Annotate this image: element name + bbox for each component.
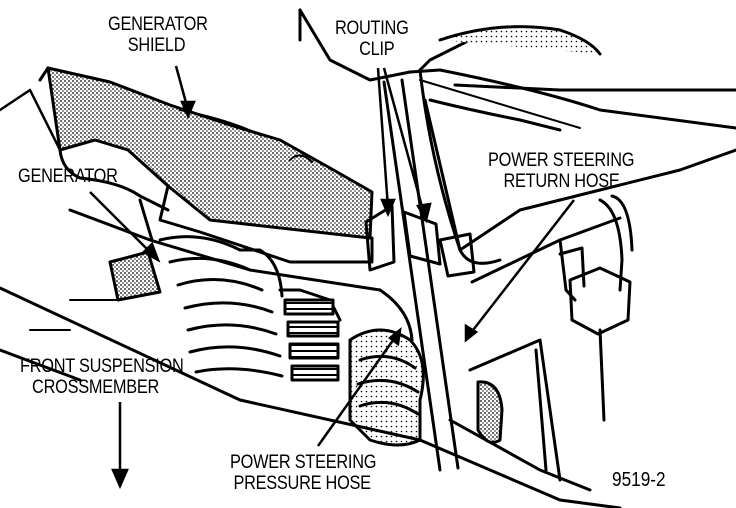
leader-generator	[89, 191, 153, 255]
label-return-hose: POWER STEERING RETURN HOSE	[488, 150, 634, 192]
label-generator: GENERATOR	[18, 166, 118, 187]
leader-return-hose	[469, 199, 575, 335]
label-pressure-hose-line2: PRESSURE HOSE	[233, 473, 371, 494]
label-routing-clip: ROUTING CLIP	[335, 18, 409, 60]
arrow-pressure-hose	[387, 327, 402, 347]
arrow-crossmember	[111, 468, 129, 490]
arrow-return-hose	[464, 323, 479, 343]
label-generator-shield-line2: SHIELD	[127, 35, 186, 56]
leader-lines	[89, 65, 575, 490]
figure-number: 9519-2	[612, 469, 666, 491]
arrow-generator	[141, 241, 161, 263]
label-crossmember-line1: FRONT SUSPENSION	[20, 356, 184, 377]
label-pressure-hose-line1: POWER STEERING	[230, 452, 377, 473]
leader-routing-clip-b	[382, 67, 426, 215]
leader-routing-clip-a	[376, 67, 390, 209]
label-routing-clip-line1: ROUTING	[335, 18, 409, 39]
arrow-routing-clip-b	[416, 202, 432, 224]
right-bracket	[458, 148, 736, 482]
label-generator-line1: GENERATOR	[18, 166, 118, 187]
label-crossmember-line2: CROSSMEMBER	[32, 377, 160, 398]
leader-pressure-hose	[316, 335, 398, 447]
generator-body	[0, 88, 382, 382]
label-return-hose-line1: POWER STEERING	[488, 150, 635, 171]
label-routing-clip-line2: CLIP	[359, 39, 395, 60]
label-return-hose-line2: RETURN HOSE	[503, 171, 620, 192]
pressure-hose-body	[348, 288, 425, 447]
generator-shield	[38, 66, 374, 264]
label-generator-shield: GENERATOR SHIELD	[108, 14, 208, 56]
label-pressure-hose: POWER STEERING PRESSURE HOSE	[230, 452, 376, 494]
crossmember-beam	[0, 286, 622, 508]
arrow-routing-clip-a	[380, 198, 396, 218]
label-crossmember: FRONT SUSPENSION CROSSMEMBER	[20, 356, 184, 398]
arrow-generator-shield	[180, 100, 196, 120]
label-generator-shield-line1: GENERATOR	[108, 14, 208, 35]
brace-and-return-hose	[298, 8, 736, 472]
